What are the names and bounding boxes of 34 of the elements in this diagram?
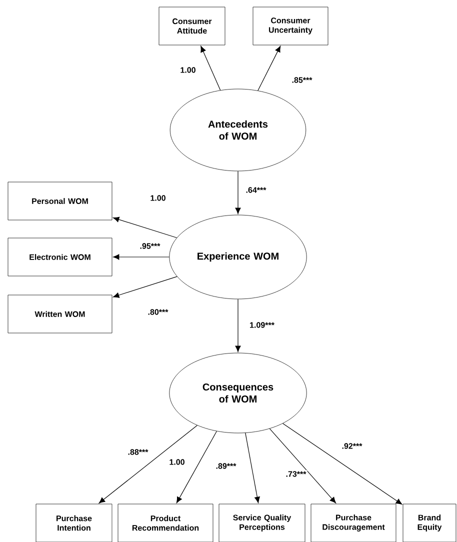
edge-label: .92***	[340, 442, 364, 450]
indicator-box: Purchase Intention	[36, 504, 112, 542]
arrow	[245, 432, 260, 504]
indicator-box: Personal WOM	[8, 182, 112, 220]
indicator-box: Brand Equity	[402, 504, 456, 542]
arrow	[98, 425, 198, 504]
arrow	[235, 170, 241, 214]
arrow	[269, 428, 336, 504]
arrow	[235, 298, 241, 352]
edge-label: .89***	[214, 462, 238, 470]
arrow	[258, 46, 281, 91]
edge-label: 1.00	[179, 66, 197, 74]
indicator-box: Product Recommendation	[118, 504, 214, 542]
edge-label: .95***	[138, 242, 162, 250]
edge-label: .85***	[290, 76, 314, 84]
edge-label: .80***	[146, 308, 170, 316]
indicator-box: Consumer Uncertainty	[252, 6, 328, 46]
edge-label: 1.09***	[248, 321, 276, 329]
arrow	[176, 430, 217, 504]
edge-label: 1.00	[168, 458, 186, 466]
arrow	[113, 254, 170, 260]
indicator-box: Written WOM	[8, 294, 112, 334]
arrow	[112, 216, 178, 238]
indicator-box: Purchase Discouragement	[310, 504, 396, 542]
indicator-box: Service Quality Perceptions	[218, 504, 306, 542]
edge-label: .88***	[126, 448, 150, 456]
indicator-box: Consumer Attitude	[158, 6, 226, 46]
arrow	[282, 423, 402, 505]
edge-label: .73***	[284, 470, 308, 478]
arrow	[200, 46, 221, 90]
indicator-box: Electronic WOM	[8, 238, 112, 276]
edge-label: 1.00	[149, 194, 167, 202]
edge-label: .64***	[244, 186, 268, 194]
arrow	[112, 276, 178, 298]
